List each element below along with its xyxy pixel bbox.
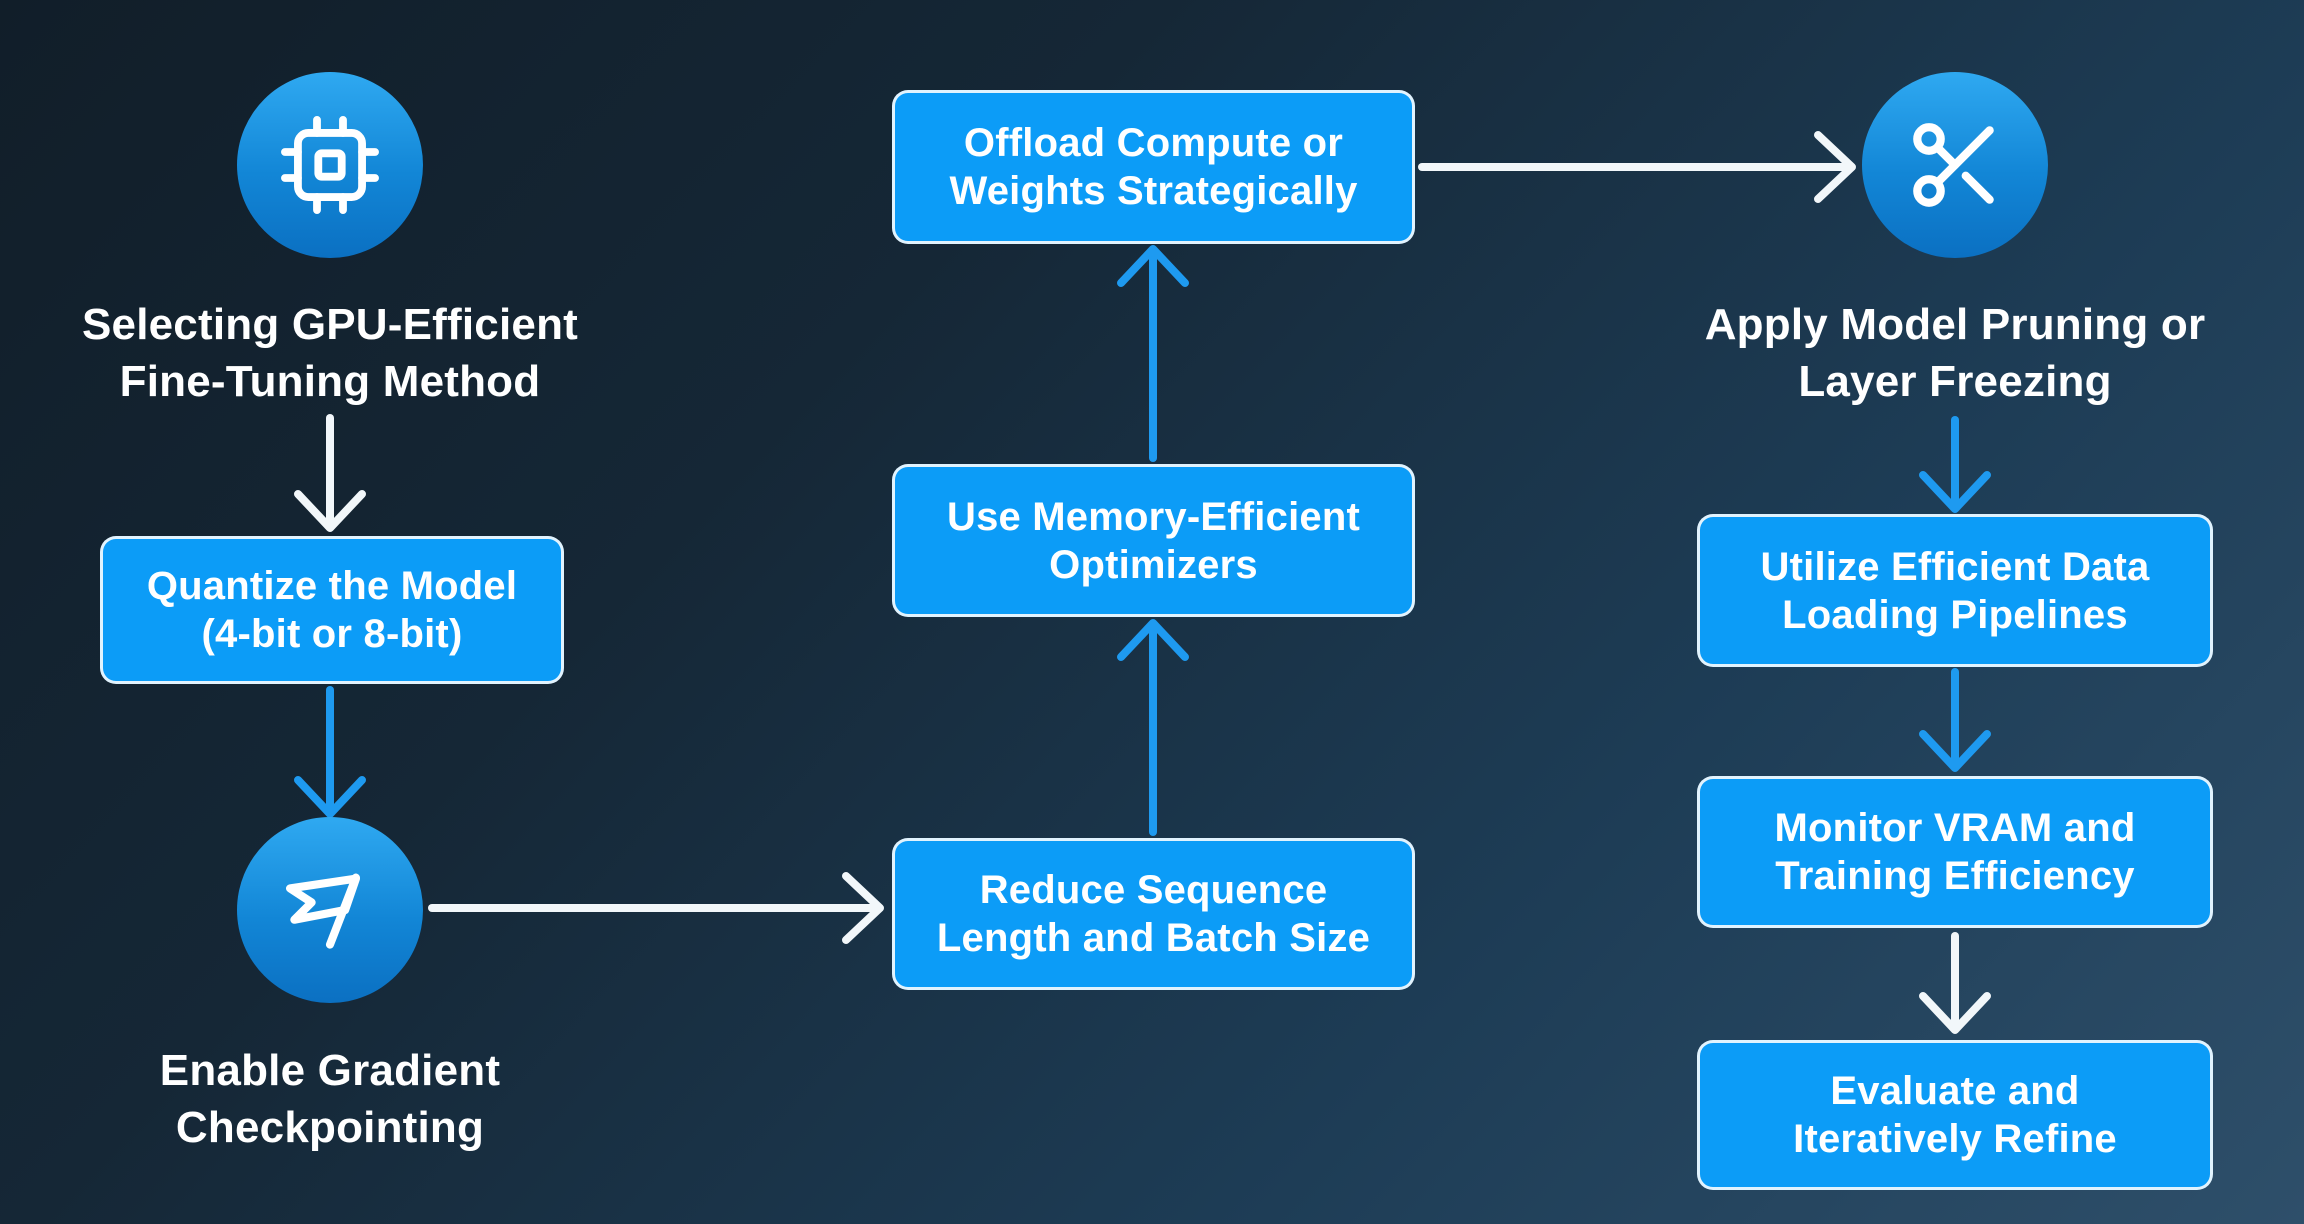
monitor-vram-node: Monitor VRAM and Training Efficiency xyxy=(1697,776,2213,928)
arrow-pruning-to-dataloading xyxy=(1919,416,1991,513)
quantize-model-node: Quantize the Model (4-bit or 8-bit) xyxy=(100,536,564,684)
arrow-checkpointing-to-reduce xyxy=(428,872,884,944)
memory-efficient-optimizers-node: Use Memory-Efficient Optimizers xyxy=(892,464,1415,617)
reduce-sequence-node: Reduce Sequence Length and Batch Size xyxy=(892,838,1415,990)
pruning-icon-circle xyxy=(1862,72,2048,258)
offload-compute-node: Offload Compute or Weights Strategically xyxy=(892,90,1415,244)
apply-pruning-title: Apply Model Pruning or Layer Freezing xyxy=(1704,300,2206,407)
evaluate-refine-node: Evaluate and Iteratively Refine xyxy=(1697,1040,2213,1190)
arrow-dataloading-to-monitor xyxy=(1919,668,1991,772)
scissors-icon xyxy=(1913,123,1994,207)
arrow-offload-to-pruning xyxy=(1418,131,1856,203)
enable-checkpointing-title: Enable Gradient Checkpointing xyxy=(159,1046,501,1153)
data-loading-node: Utilize Efficient Data Loading Pipelines xyxy=(1697,514,2213,667)
cpu-chip-icon xyxy=(281,116,379,214)
gpu-method-icon-circle xyxy=(237,72,423,258)
arrow-monitor-to-evaluate xyxy=(1919,932,1991,1034)
arrow-optimizers-to-offload xyxy=(1117,245,1189,462)
arrow-quantize-to-checkpointing xyxy=(294,686,366,818)
gradient-checkpointing-icon-circle xyxy=(237,817,423,1003)
gradient-flag-icon xyxy=(285,873,360,949)
selecting-method-title: Selecting GPU-Efficient Fine-Tuning Meth… xyxy=(81,300,578,407)
arrow-reduce-to-optimizers xyxy=(1117,619,1189,836)
arrow-title-to-quantize xyxy=(294,414,366,532)
